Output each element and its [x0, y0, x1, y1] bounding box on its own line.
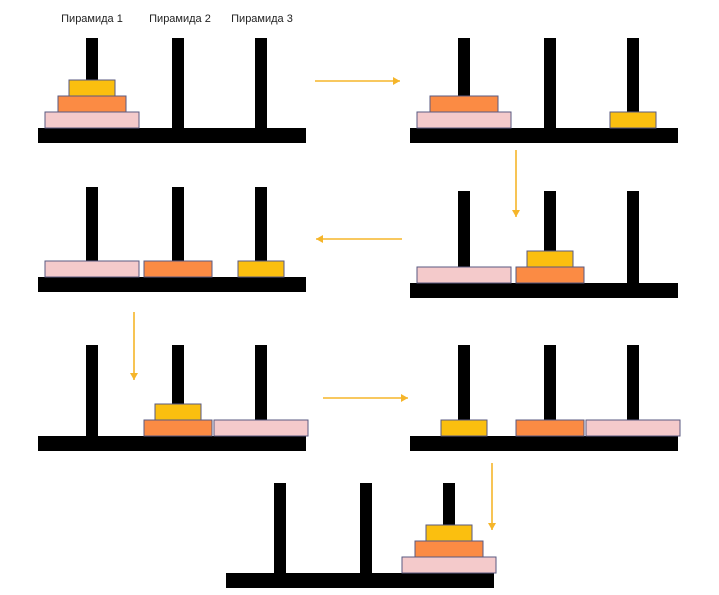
tower-base: [410, 436, 678, 451]
arrowhead: [130, 373, 138, 380]
disk-medium: [143, 260, 213, 278]
disk-small: [609, 111, 657, 129]
arrow-down: [488, 463, 496, 530]
tower-base: [38, 277, 306, 292]
transition-arrows: [130, 77, 520, 530]
label-pyramid-1: Пирамида 1: [61, 13, 123, 25]
peg-rod-2: [172, 38, 184, 128]
arrow-right: [323, 394, 408, 402]
disk-large: [213, 419, 309, 437]
disk-small: [68, 79, 116, 97]
peg-rod-1: [458, 191, 470, 283]
disk-small: [425, 524, 473, 542]
disk-medium: [57, 95, 127, 113]
peg-rod-1: [274, 483, 286, 573]
peg-rod-3: [255, 187, 267, 277]
label-pyramid-2: Пирамида 2: [149, 13, 211, 25]
tower-base: [410, 283, 678, 298]
disk-medium: [515, 266, 585, 284]
peg-rod-2: [360, 483, 372, 573]
peg-rod-2: [544, 38, 556, 128]
peg-rod-2: [172, 187, 184, 277]
disk-medium: [143, 419, 213, 437]
tower-base: [226, 573, 494, 588]
disk-large: [416, 111, 512, 129]
disk-large: [44, 111, 140, 129]
tower-state-5: [38, 345, 309, 451]
label-pyramid-3: Пирамида 3: [231, 13, 293, 25]
peg-rod-3: [627, 345, 639, 436]
disk-large: [401, 556, 497, 574]
peg-rod-1: [86, 187, 98, 277]
peg-rod-3: [627, 191, 639, 283]
disk-large: [416, 266, 512, 284]
arrow-right: [315, 77, 400, 85]
arrow-down: [130, 312, 138, 380]
disk-large: [585, 419, 681, 437]
peg-rod-3: [627, 38, 639, 128]
arrowhead: [512, 210, 520, 217]
tower-state-6: [410, 345, 681, 451]
arrowhead: [316, 235, 323, 243]
disk-small: [526, 250, 574, 268]
tower-state-4: [410, 191, 678, 298]
tower-state-1: [38, 38, 306, 143]
arrowhead: [488, 523, 496, 530]
peg-rod-3: [255, 38, 267, 128]
tower-base: [38, 128, 306, 143]
tower-base: [410, 128, 678, 143]
arrowhead: [401, 394, 408, 402]
disk-small: [440, 419, 488, 437]
disk-medium: [515, 419, 585, 437]
arrowhead: [393, 77, 400, 85]
arrow-left: [316, 235, 402, 243]
disk-medium: [429, 95, 499, 113]
tower-state-7: [226, 483, 497, 588]
tower-base: [38, 436, 306, 451]
arrow-down: [512, 150, 520, 217]
peg-rod-2: [544, 345, 556, 436]
peg-rod-1: [86, 345, 98, 436]
disk-medium: [414, 540, 484, 558]
disk-large: [44, 260, 140, 278]
tower-state-3: [38, 187, 306, 292]
disk-small: [154, 403, 202, 421]
tower-state-2: [410, 38, 678, 143]
tower-panels: [38, 38, 681, 588]
peg-rod-3: [255, 345, 267, 436]
disk-small: [237, 260, 285, 278]
peg-rod-1: [458, 345, 470, 436]
